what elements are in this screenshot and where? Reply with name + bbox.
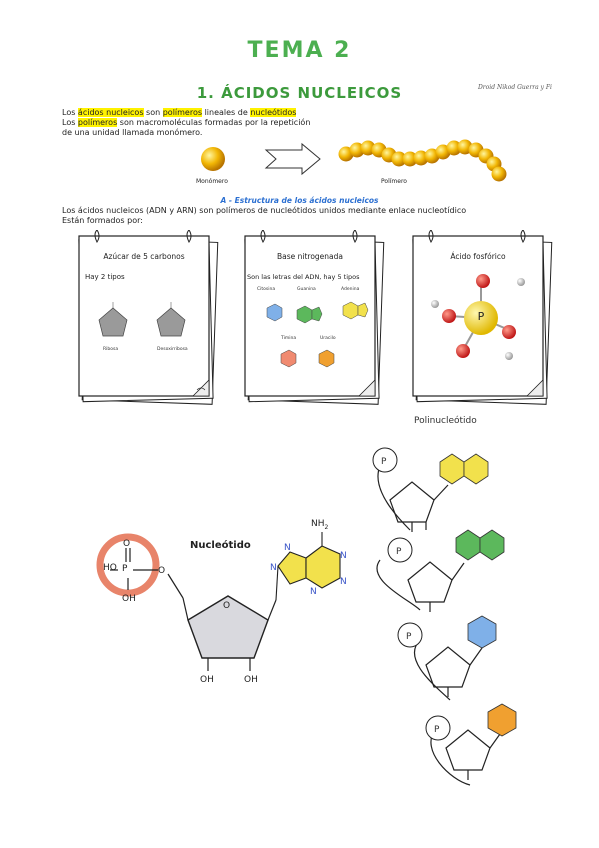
card-sugar-subtitle: Hay 2 tipos xyxy=(85,273,125,281)
n-label-1: N xyxy=(270,563,277,573)
nh2-subscript: 2 xyxy=(325,524,329,531)
card-phosphate: Ácido fosfórico P xyxy=(411,230,553,406)
monomer-polymer-illustration xyxy=(201,139,507,182)
highlight: ácidos nucleicos xyxy=(77,108,144,117)
polynucleotide-title: Polinucleótido xyxy=(414,416,477,426)
text-run: Los xyxy=(62,118,78,127)
base-green xyxy=(455,529,505,561)
nh2-text: NH xyxy=(311,519,325,529)
card-sugar: Azúcar de 5 carbonos Hay 2 tipos Ribosa … xyxy=(77,230,219,406)
card-base: Base nitrogenada Son las letras del ADN,… xyxy=(243,230,385,406)
intro-line-2: Los polímeros son macromoléculas formada… xyxy=(62,118,362,128)
intro-line-3: de una unidad llamada monómero. xyxy=(62,128,203,137)
section-title: A - Estructura de los ácidos nucleicos xyxy=(220,196,379,205)
o-label-right: O xyxy=(158,566,165,576)
card-base-subtitle: Son las letras del ADN, hay 5 tipos xyxy=(247,273,360,281)
paper-stack xyxy=(78,230,219,405)
nucleotide-title: Nucleótido xyxy=(190,539,251,551)
ribose-label: Ribosa xyxy=(103,347,119,352)
p-label: P xyxy=(122,564,128,574)
page-title: 1. ÁCIDOS NUCLEICOS xyxy=(196,84,403,102)
author-signature: Droid Nikod Guerra y Fi xyxy=(478,84,552,91)
phosphate-molecule xyxy=(431,274,525,360)
highlight: polímeros xyxy=(162,108,203,117)
monomer-bead xyxy=(201,147,225,171)
section-line-1: Los ácidos nucleicos (ADN y ARN) son pol… xyxy=(62,206,467,215)
text-run: lineales de xyxy=(202,108,251,117)
oh-label-left: OH xyxy=(200,675,214,685)
uracil-label: Uracilo xyxy=(320,336,336,341)
cytosine-label: Citosina xyxy=(257,287,276,292)
card-phosphate-title: Ácido fosfórico xyxy=(450,252,506,261)
p-label-4: P xyxy=(434,725,440,735)
highlight: nucleótidos xyxy=(250,108,297,117)
oh-label-phosphate: OH xyxy=(122,594,136,604)
tema-title: TEMA 2 xyxy=(247,38,352,63)
p-label-3: P xyxy=(406,632,412,642)
monomer-label: Monómero xyxy=(196,178,228,185)
text-run: son xyxy=(143,108,163,117)
sugar-molecules xyxy=(98,302,186,337)
p-label-2: P xyxy=(396,547,402,557)
arrow-icon xyxy=(264,142,321,176)
nucleotide-diagram: HO P O O OH O OH OH Nucleótido NH2 N N N… xyxy=(96,519,347,685)
nh2-label: NH2 xyxy=(311,519,329,531)
adenine-label: Adenina xyxy=(341,287,360,292)
deoxyribose-label: Desoxirribosa xyxy=(157,347,188,352)
polynucleotide-diagram: P P P P xyxy=(372,447,517,786)
n-label-2: N xyxy=(284,543,291,553)
text-run: Los xyxy=(62,108,78,117)
guanine-label: Guanina xyxy=(297,287,316,292)
n-label-4: N xyxy=(340,577,347,587)
highlight: polímeros xyxy=(77,118,118,127)
section-text: Los ácidos nucleicos (ADN y ARN) son pol… xyxy=(62,206,532,226)
o-label-top: O xyxy=(123,539,130,549)
o-label-ring: O xyxy=(223,601,230,611)
ho-label: HO xyxy=(103,563,117,573)
intro-line-1: Los ácidos nucleicos son polímeros linea… xyxy=(62,108,362,118)
polymer-label: Polímero xyxy=(381,178,407,185)
section-line-2: Están formados por: xyxy=(62,216,143,225)
oh-label-right: OH xyxy=(244,675,258,685)
base-orange xyxy=(487,703,517,737)
base-yellow xyxy=(439,453,489,485)
phosphorus-label: P xyxy=(477,310,485,323)
base-molecules xyxy=(266,301,369,368)
card-sugar-title: Azúcar de 5 carbonos xyxy=(103,252,185,261)
polymer-chain xyxy=(338,139,507,182)
n-label-3: N xyxy=(340,551,347,561)
text-run: son macromoléculas formadas por la repet… xyxy=(117,118,311,127)
n-label-5: N xyxy=(310,587,317,597)
card-base-title: Base nitrogenada xyxy=(276,252,343,261)
p-label-1: P xyxy=(381,457,387,467)
base-blue xyxy=(467,615,497,649)
thymine-label: Timina xyxy=(281,336,297,341)
intro-text: Los ácidos nucleicos son polímeros linea… xyxy=(62,108,362,138)
phosphate-circles xyxy=(372,447,451,741)
